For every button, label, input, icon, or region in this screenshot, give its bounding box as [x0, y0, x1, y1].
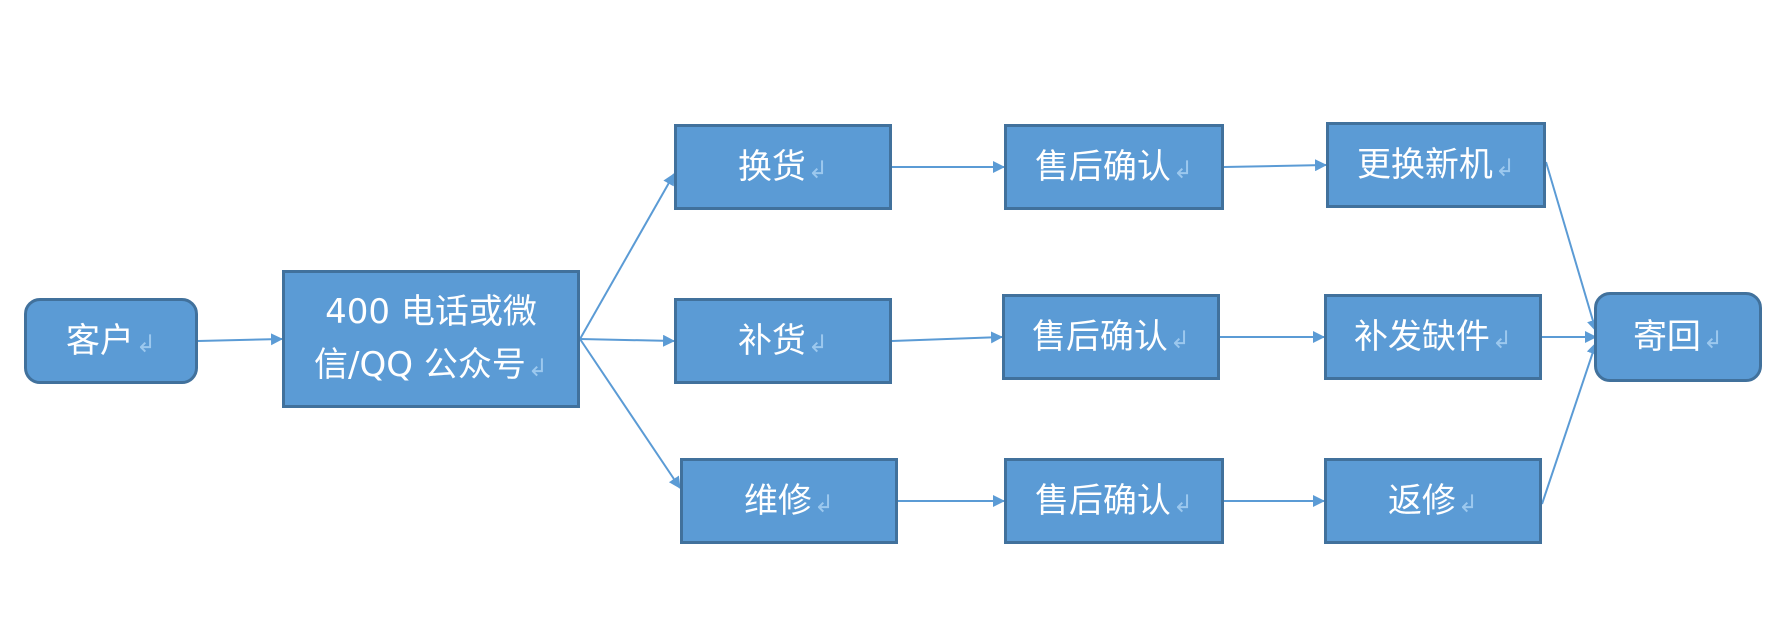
repair-confirm-node: 售后确认↲ [1004, 458, 1224, 544]
send-back-label: 寄回 [1632, 316, 1701, 357]
exchange-confirm-label: 售后确认 [1034, 146, 1171, 187]
return-mark: ↲ [807, 329, 829, 358]
return-mark: ↲ [1702, 325, 1724, 354]
resupply-node: 补货↲ [674, 298, 892, 384]
resupply-confirm-node: 售后确认↲ [1002, 294, 1220, 380]
send-missing-parts-node: 补发缺件↲ [1324, 294, 1542, 380]
repair-node: 维修↲ [680, 458, 898, 544]
return-repair-node: 返修↲ [1324, 458, 1542, 544]
resupply-confirm-label: 售后确认 [1031, 316, 1168, 357]
return-mark: ↲ [813, 489, 835, 518]
return-mark: ↲ [807, 155, 829, 184]
send-back-node: 寄回↲ [1594, 292, 1762, 382]
send-missing-label: 补发缺件 [1353, 316, 1490, 357]
replace-new-label: 更换新机 [1356, 144, 1493, 185]
return-mark: ↲ [1457, 489, 1479, 518]
contact-label-line1: 400 电话或微 [325, 292, 537, 333]
return-mark: ↲ [135, 329, 157, 358]
arrow-return_repair-to-send_back [1541, 342, 1599, 505]
exchange-node: 换货↲ [674, 124, 892, 210]
return-mark: ↲ [1491, 325, 1513, 354]
arrow-contact-to-repair [579, 338, 681, 489]
arrow-replace_new-to-send_back [1545, 161, 1599, 332]
return-mark: ↲ [1494, 153, 1516, 182]
repair-label: 维修 [743, 480, 812, 521]
exchange-confirm-node: 售后确认↲ [1004, 124, 1224, 210]
return-mark: ↲ [1172, 489, 1194, 518]
arrow-contact-to-exchange [579, 173, 675, 340]
arrow-contact-to-resupply [579, 334, 675, 347]
arrow-resupply-to-resupply_confirm [891, 331, 1003, 344]
resupply-label: 补货 [737, 320, 806, 361]
return-mark: ↲ [527, 354, 548, 382]
repair-confirm-label: 售后确认 [1034, 480, 1171, 521]
exchange-label: 换货 [737, 146, 806, 187]
contact-label-line2: 信/QQ 公众号 [314, 345, 526, 385]
customer-label: 客户 [65, 320, 134, 361]
arrow-exchange_confirm-to-replace_new [1223, 159, 1327, 172]
return-mark: ↲ [1172, 155, 1194, 184]
contact-channel-node: 400 电话或微 信/QQ 公众号↲ [282, 270, 580, 408]
arrow-customer-to-contact [197, 333, 283, 346]
return-repair-label: 返修 [1387, 480, 1456, 521]
replace-new-node: 更换新机↲ [1326, 122, 1546, 208]
customer-node: 客户↲ [24, 298, 198, 384]
return-mark: ↲ [1169, 325, 1191, 354]
